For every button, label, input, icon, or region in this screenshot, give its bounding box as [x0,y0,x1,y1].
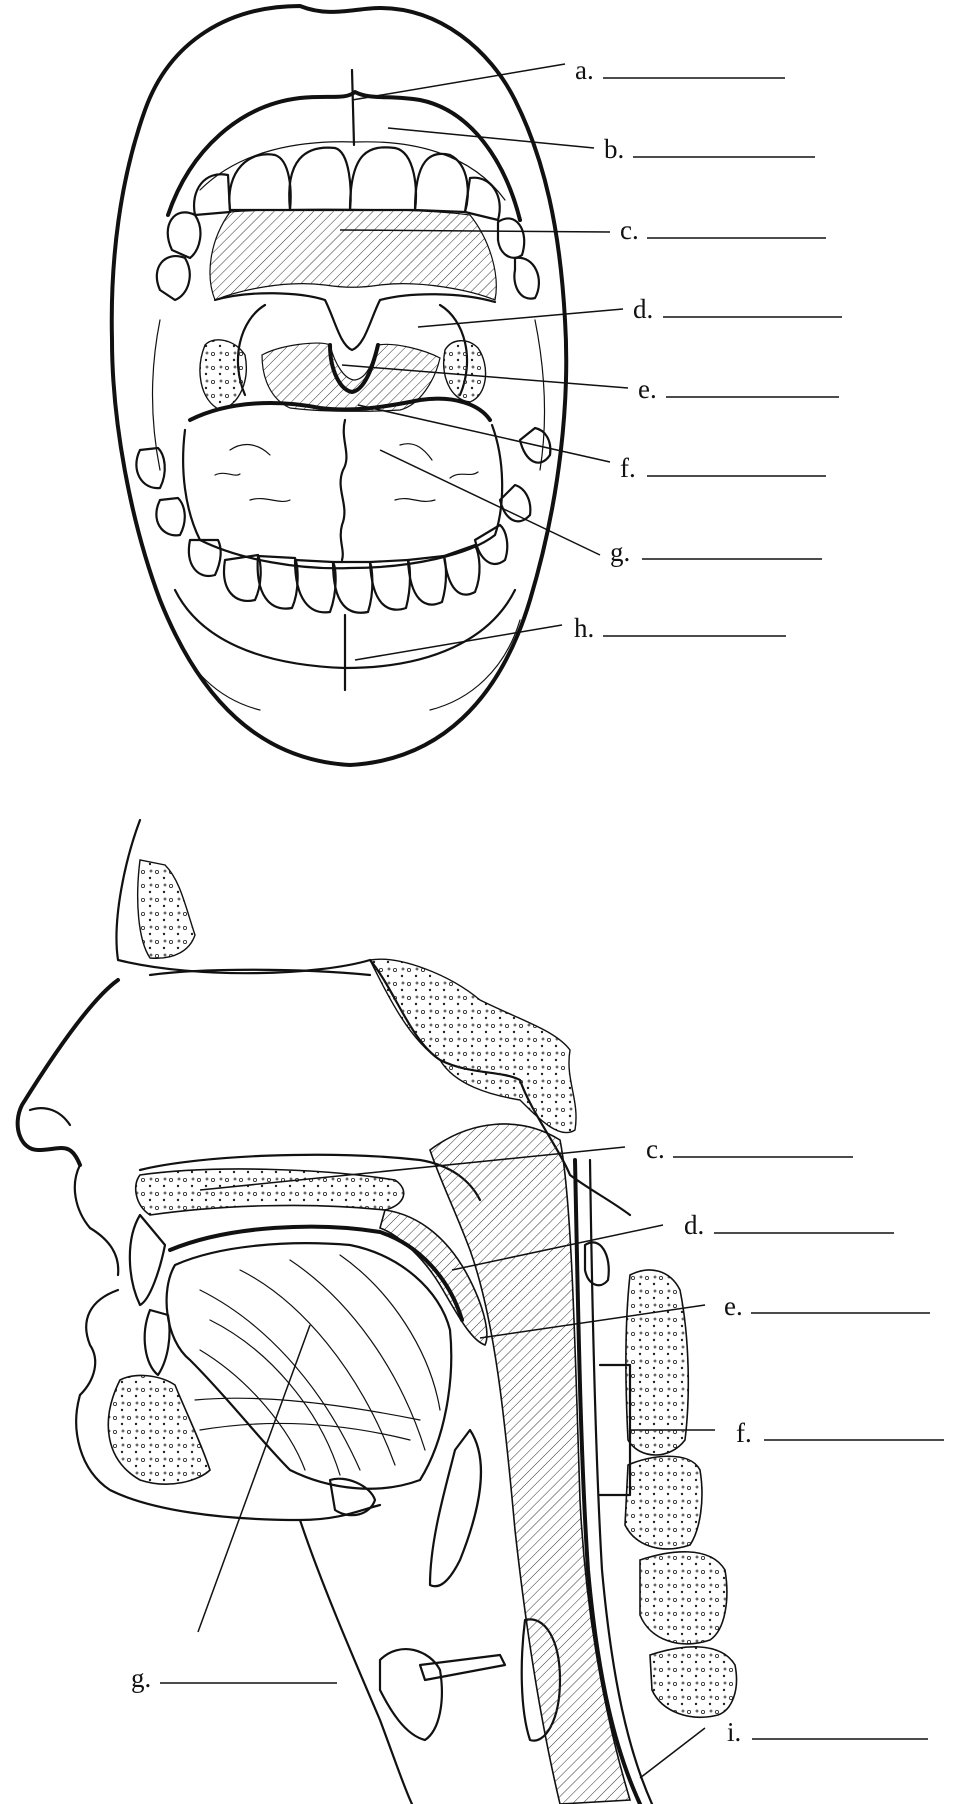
side-view-illustration [18,820,737,1804]
tongue-median-sulcus [341,420,347,560]
tongue-muscle-fibers [195,1255,440,1475]
hard-palate [210,209,496,300]
front-label-h: h. [355,613,786,660]
upper-lip-profile [75,1165,118,1275]
side-label-g-text: g. [131,1663,151,1693]
neck-front [300,1520,412,1804]
side-label-e-text: e. [724,1291,743,1321]
front-label-b: b. [388,128,815,164]
label-e-text: e. [638,374,657,404]
pharynx-posterior [430,1124,630,1804]
mandible [108,1375,210,1484]
front-label-f: f. [358,405,826,483]
label-c-text: c. [620,215,639,245]
label-d-text: d. [633,294,653,324]
label-b-text: b. [604,134,624,164]
label-f-text: f. [620,453,636,483]
front-label-g: g. [380,450,822,567]
nostril [30,1108,70,1125]
upper-gum [200,142,505,200]
lower-incisor [145,1310,170,1375]
side-label-c-text: c. [646,1134,665,1164]
upper-incisor [130,1215,165,1305]
front-label-a: a. [352,55,785,100]
front-view-illustration [112,6,566,765]
side-label-i-text: i. [727,1717,741,1747]
tonsil-right [444,341,486,402]
soft-palate [215,293,495,350]
label-g-text: g. [610,537,630,567]
epiglottis [430,1430,481,1586]
frontal-sinus [138,860,195,958]
nose-outline [18,980,118,1165]
sphenoid-bone [370,959,576,1132]
hyoid-bone [330,1479,375,1516]
lower-lip-profile [80,1290,118,1395]
atlas-vertebra [585,1242,609,1285]
label-a-text: a. [575,55,594,85]
side-label-f-text: f. [736,1418,752,1448]
upper-frenulum [352,70,354,145]
tonsil-left [200,340,246,410]
cervical-vertebrae [625,1270,736,1717]
side-label-i: i. [640,1717,928,1778]
label-h-text: h. [574,613,594,643]
tongue-section [167,1243,452,1489]
hard-palate-section [136,1169,404,1215]
side-label-d-text: d. [684,1210,704,1240]
